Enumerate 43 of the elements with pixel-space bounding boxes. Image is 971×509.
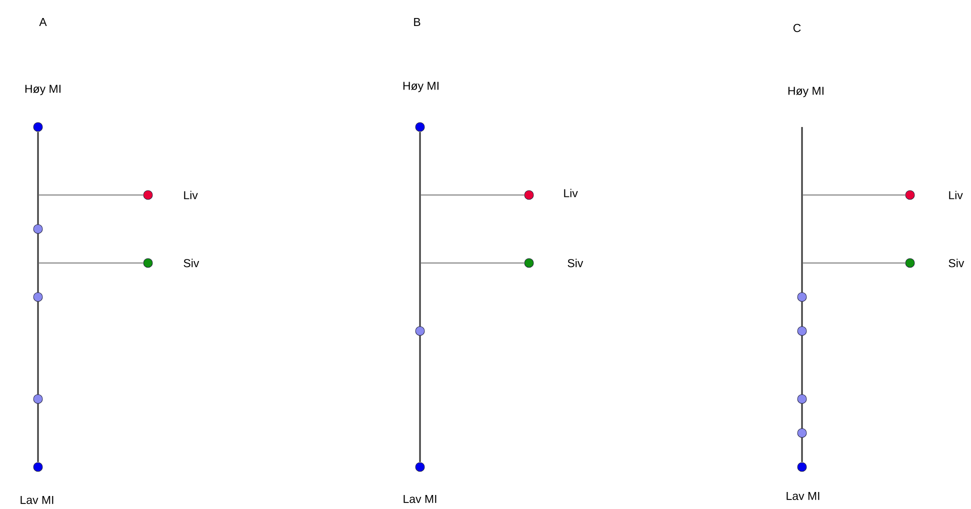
dot bbox=[905, 190, 915, 200]
dot-label: Liv bbox=[184, 190, 198, 200]
dot bbox=[524, 258, 534, 268]
connector-line bbox=[38, 262, 144, 264]
dot bbox=[33, 122, 43, 132]
vertical-line bbox=[419, 132, 421, 462]
dot bbox=[797, 462, 807, 472]
dot bbox=[415, 462, 425, 472]
connector-line bbox=[802, 194, 906, 196]
axis-label: Lav MI bbox=[404, 495, 436, 504]
dot bbox=[33, 224, 43, 234]
connector-line bbox=[38, 194, 144, 196]
dot bbox=[797, 394, 807, 404]
connector-line bbox=[420, 262, 525, 264]
dot-label: Liv bbox=[564, 188, 578, 198]
dot-label: Liv bbox=[949, 190, 963, 200]
dot bbox=[33, 394, 43, 404]
axis-label: Høy MI bbox=[25, 84, 60, 96]
dot bbox=[524, 190, 534, 200]
dot-label: Siv bbox=[568, 258, 584, 268]
axis-label: Lav MI bbox=[20, 496, 54, 504]
panel-letter: C bbox=[793, 24, 801, 32]
dot bbox=[415, 122, 425, 132]
axis-label: Høy MI bbox=[403, 82, 438, 92]
panel-letter: B bbox=[414, 18, 420, 26]
dot bbox=[797, 326, 807, 336]
vertical-line bbox=[37, 132, 39, 462]
dot bbox=[143, 258, 153, 268]
vertical-line bbox=[801, 127, 803, 462]
axis-label: Høy MI bbox=[788, 86, 824, 98]
dot-label: Siv bbox=[184, 258, 200, 268]
dot bbox=[797, 428, 807, 438]
panel-letter: A bbox=[39, 18, 47, 26]
axis-label: Lav MI bbox=[786, 492, 820, 500]
connector-line bbox=[802, 262, 906, 264]
dot bbox=[905, 258, 915, 268]
connector-line bbox=[420, 194, 525, 196]
dot bbox=[415, 326, 425, 336]
dot bbox=[797, 292, 807, 302]
dot bbox=[33, 462, 43, 472]
dot bbox=[33, 292, 43, 302]
dot bbox=[143, 190, 153, 200]
dot-label: Siv bbox=[948, 258, 964, 268]
